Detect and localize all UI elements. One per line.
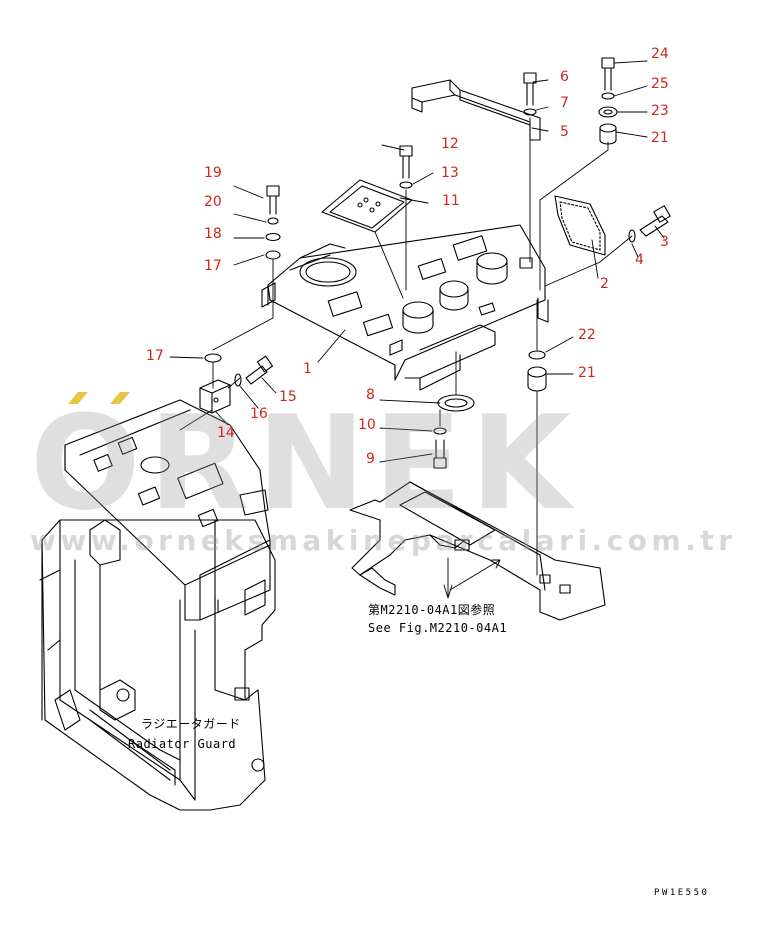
callout-25: 25 <box>651 76 669 92</box>
watermark-brand: ORNEK <box>30 387 579 539</box>
callout-5: 5 <box>560 124 569 140</box>
callout-4: 4 <box>635 252 644 268</box>
see-figure-note-en: See Fig.M2210-04A1 <box>368 621 508 635</box>
callout-11: 11 <box>442 193 460 209</box>
callout-21a: 21 <box>651 130 669 146</box>
watermark-url: www.orneksmakineparcalari.com.tr <box>30 524 737 557</box>
see-figure-note-jp: 第M2210-04A1図参照 <box>368 603 496 617</box>
callout-13: 13 <box>441 165 459 181</box>
washer-part-4 <box>628 229 636 243</box>
callout-1: 1 <box>303 361 312 377</box>
bolt-part-9 <box>433 439 447 469</box>
callout-24: 24 <box>651 46 669 62</box>
bolt-part-24 <box>601 57 615 91</box>
washer-part-25 <box>601 92 615 100</box>
callout-8: 8 <box>366 387 375 403</box>
callout-22: 22 <box>578 327 596 343</box>
assembly-lines <box>179 117 633 599</box>
callout-15: 15 <box>279 389 297 405</box>
washer-part-7 <box>523 108 537 116</box>
washer-part-18 <box>265 232 281 242</box>
watermark-accent <box>68 392 130 404</box>
washer-part-17-top <box>265 250 281 260</box>
washer-part-20 <box>267 217 279 225</box>
callout-20: 20 <box>204 194 222 210</box>
callout-16: 16 <box>250 406 268 422</box>
panel-part-2 <box>554 195 606 256</box>
spacer-part-21-top <box>599 123 617 145</box>
spacer-part-23 <box>598 106 618 118</box>
callout-7: 7 <box>560 95 569 111</box>
callout-10: 10 <box>358 417 376 433</box>
washer-part-10 <box>433 427 447 435</box>
callout-9: 9 <box>366 451 375 467</box>
callout-3: 3 <box>660 234 669 250</box>
callout-6: 6 <box>560 69 569 85</box>
radiator-guard-label-en: Radiator Guard <box>128 737 237 751</box>
callout-23: 23 <box>651 103 669 119</box>
leader-lines <box>169 60 665 463</box>
washer-part-13 <box>399 181 413 189</box>
callout-18: 18 <box>204 226 222 242</box>
bolt-part-15 <box>245 355 274 385</box>
radiator-upper-plate <box>64 399 271 621</box>
bolt-part-3 <box>639 205 671 237</box>
bolt-part-6 <box>523 72 537 106</box>
spacer-part-21-bottom <box>527 366 547 392</box>
washer-part-22 <box>528 350 546 360</box>
callout-17a: 17 <box>204 258 222 274</box>
drawing-code: PW1E550 <box>654 888 710 898</box>
washer-part-17-bottom <box>204 353 222 363</box>
bolt-part-19 <box>266 185 280 215</box>
callout-17b: 17 <box>146 348 164 364</box>
callout-21b: 21 <box>578 365 596 381</box>
callout-2: 2 <box>600 276 609 292</box>
main-cover-plate <box>261 224 549 391</box>
washer-part-16 <box>234 373 242 387</box>
chassis-frame-section <box>349 481 606 621</box>
callout-19: 19 <box>204 165 222 181</box>
bracket-part-5 <box>411 79 541 141</box>
radiator-guard-label-jp: ラジエータガード <box>141 717 241 731</box>
callout-12: 12 <box>441 136 459 152</box>
radiator-guard-frame <box>39 519 276 811</box>
plate-part-11 <box>321 179 413 233</box>
callout-14: 14 <box>217 425 235 441</box>
bolt-part-12 <box>399 145 413 179</box>
